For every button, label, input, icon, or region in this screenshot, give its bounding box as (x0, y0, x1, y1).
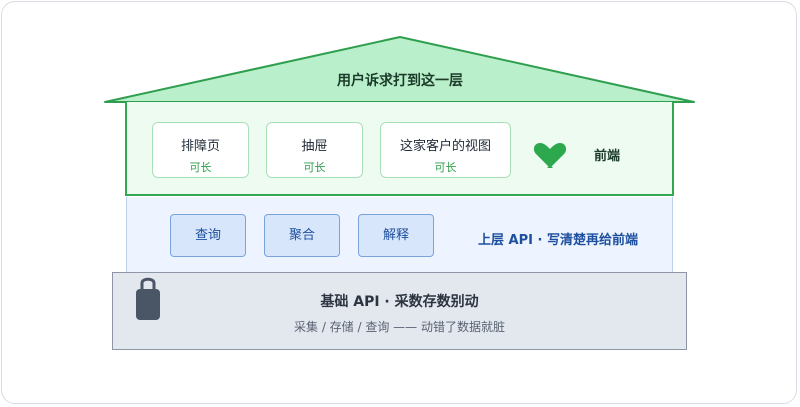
base-api-title: 基础 API · 采数存数别动 (320, 294, 479, 310)
frontend-box-sub: 可长 (434, 161, 457, 174)
frontend-box-title: 这家客户的视图 (399, 139, 491, 154)
lock-icon (136, 277, 160, 320)
frontend-box-title: 排障页 (180, 139, 220, 154)
heart-icon (533, 143, 567, 168)
query-button[interactable]: 查询 (170, 214, 246, 257)
explain-button[interactable]: 解释 (358, 214, 434, 257)
frontend-label: 前端 (594, 149, 621, 164)
frontend-box-sub: 可长 (189, 161, 212, 174)
upper-api-label: 上层 API · 写清楚再给前端 (478, 233, 638, 248)
frontend-box-sub: 可长 (303, 161, 326, 174)
base-api-subtitle: 采集 / 存储 / 查询 —— 动错了数据就脏 (294, 320, 505, 334)
aggregate-button[interactable]: 聚合 (264, 214, 340, 257)
base-api-layer (112, 272, 687, 350)
roof-label: 用户诉求打到这一层 (337, 73, 463, 89)
frontend-box-customer-view[interactable]: 这家客户的视图 可长 (380, 122, 511, 178)
frontend-box-title: 抽屉 (301, 139, 328, 154)
frontend-box-troubleshoot[interactable]: 排障页 可长 (152, 122, 249, 178)
frontend-box-drawer[interactable]: 抽屉 可长 (266, 122, 363, 178)
